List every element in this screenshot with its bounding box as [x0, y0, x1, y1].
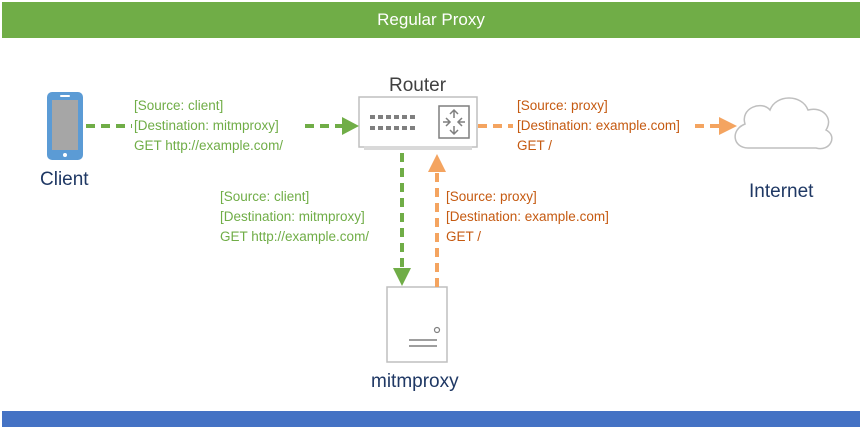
flow-source: [Source: client]	[134, 98, 224, 113]
flow-request: GET http://example.com/	[134, 138, 284, 153]
flow-destination: [Destination: example.com]	[446, 209, 609, 224]
flow-destination: [Destination: mitmproxy]	[220, 209, 365, 224]
flow-source: [Source: proxy]	[517, 98, 608, 113]
footer-bar	[2, 411, 860, 427]
flow-request: GET /	[446, 229, 482, 244]
server-icon	[386, 286, 448, 363]
cloud-icon	[734, 97, 833, 150]
flow-request: GET http://example.com/	[220, 229, 370, 244]
mitmproxy-label: mitmproxy	[371, 371, 459, 392]
arrow-router-to-internet	[478, 117, 737, 135]
flow-label-mitmproxy-to-router: [Source: proxy] [Destination: example.co…	[446, 187, 609, 247]
router-icon	[358, 96, 478, 150]
title-bar: Regular Proxy	[2, 2, 860, 38]
flow-destination: [Destination: mitmproxy]	[134, 118, 279, 133]
flow-label-router-to-mitmproxy: [Source: client] [Destination: mitmproxy…	[220, 187, 369, 247]
arrow-router-to-mitmproxy	[393, 153, 411, 286]
arrow-mitmproxy-to-router	[428, 154, 446, 287]
flow-source: [Source: client]	[220, 189, 310, 204]
flow-source: [Source: proxy]	[446, 189, 537, 204]
flow-request: GET /	[517, 138, 553, 153]
arrow-client-to-router	[86, 117, 359, 135]
flow-label-router-to-internet: [Source: proxy] [Destination: example.co…	[517, 96, 680, 156]
flow-label-client-to-router: [Source: client] [Destination: mitmproxy…	[134, 96, 283, 156]
router-label: Router	[389, 75, 447, 96]
flow-destination: [Destination: example.com]	[517, 118, 680, 133]
page-title: Regular Proxy	[377, 10, 485, 29]
client-label: Client	[40, 169, 89, 190]
internet-label: Internet	[749, 181, 814, 202]
phone-icon	[47, 92, 83, 160]
